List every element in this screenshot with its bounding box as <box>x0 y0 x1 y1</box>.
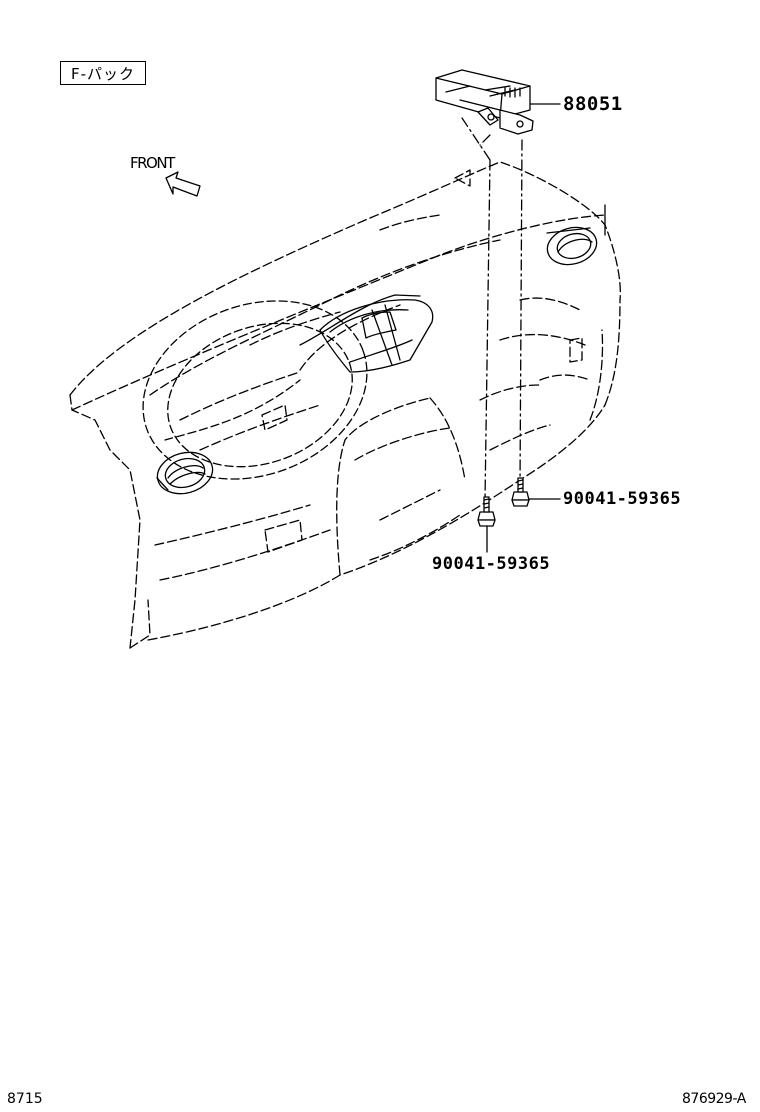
package-label-box: F-パック <box>60 61 146 85</box>
bolt-right-icon <box>511 477 530 507</box>
front-arrow-icon <box>165 171 201 197</box>
left-vent <box>156 451 214 495</box>
instrument-panel-outline <box>69 161 621 649</box>
drawing-number: 876929-A <box>682 1091 746 1107</box>
right-vent <box>546 204 606 266</box>
page-code: 8715 <box>7 1091 43 1107</box>
package-label: F-パック <box>70 64 136 83</box>
front-direction-label: FRONT <box>130 154 175 172</box>
part-number-88051[interactable]: 88051 <box>563 93 623 115</box>
part-number-bolt-left[interactable]: 90041-59365 <box>432 554 551 574</box>
bolt-left-icon <box>477 496 496 527</box>
steering-wheel <box>142 300 368 480</box>
center-meter <box>299 294 434 373</box>
part-number-bolt-right[interactable]: 90041-59365 <box>563 489 682 509</box>
module-88051-icon <box>435 69 534 135</box>
install-guide-lines <box>461 117 523 501</box>
